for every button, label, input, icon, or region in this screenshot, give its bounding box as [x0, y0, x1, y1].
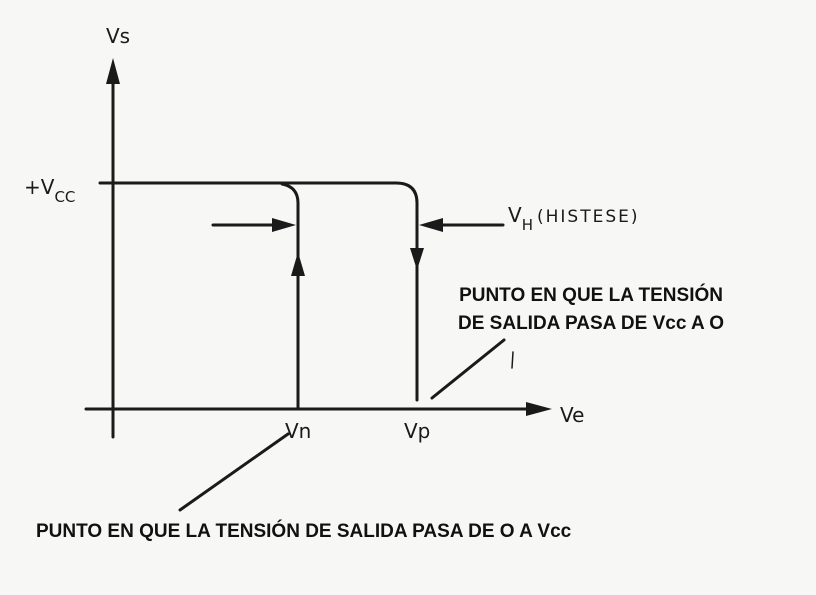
vh-right-arrowhead	[419, 218, 443, 232]
stray-mark	[511, 351, 514, 369]
vp-annotation-line2: DE SALIDA PASA DE Vcc A O	[458, 313, 725, 334]
vp-down-arrow	[410, 248, 424, 270]
vp-branch	[394, 181, 419, 402]
vp-annotation-line1: PUNTO EN QUE LA TENSIÓN	[459, 285, 723, 306]
vn-branch	[280, 182, 300, 411]
vh-subscript: H	[522, 216, 533, 234]
vn-leader-line	[178, 432, 290, 512]
vcc-label: +VCC	[24, 175, 75, 206]
y-axis-arrowhead	[106, 58, 120, 84]
vh-v: V	[508, 203, 522, 227]
vcc-plus-v: +V	[24, 175, 55, 199]
vp-leader-line	[430, 338, 506, 400]
vn-label: Vn	[285, 419, 311, 443]
vh-text: (HISTESE)	[537, 207, 640, 227]
x-axis-arrowhead	[526, 402, 552, 416]
vp-annotation: PUNTO EN QUE LA TENSIÓN DE SALIDA PASA D…	[458, 282, 724, 338]
vh-left-arrowhead	[272, 218, 296, 232]
y-axis-label: Vs	[106, 24, 130, 48]
vp-label: Vp	[404, 419, 430, 443]
vn-up-arrow	[291, 252, 305, 276]
vcc-subscript: CC	[54, 188, 75, 206]
vh-label: VH(HISTESE)	[508, 203, 639, 234]
vn-annotation: PUNTO EN QUE LA TENSIÓN DE SALIDA PASA D…	[36, 521, 572, 542]
x-axis-label: Ve	[560, 403, 584, 427]
